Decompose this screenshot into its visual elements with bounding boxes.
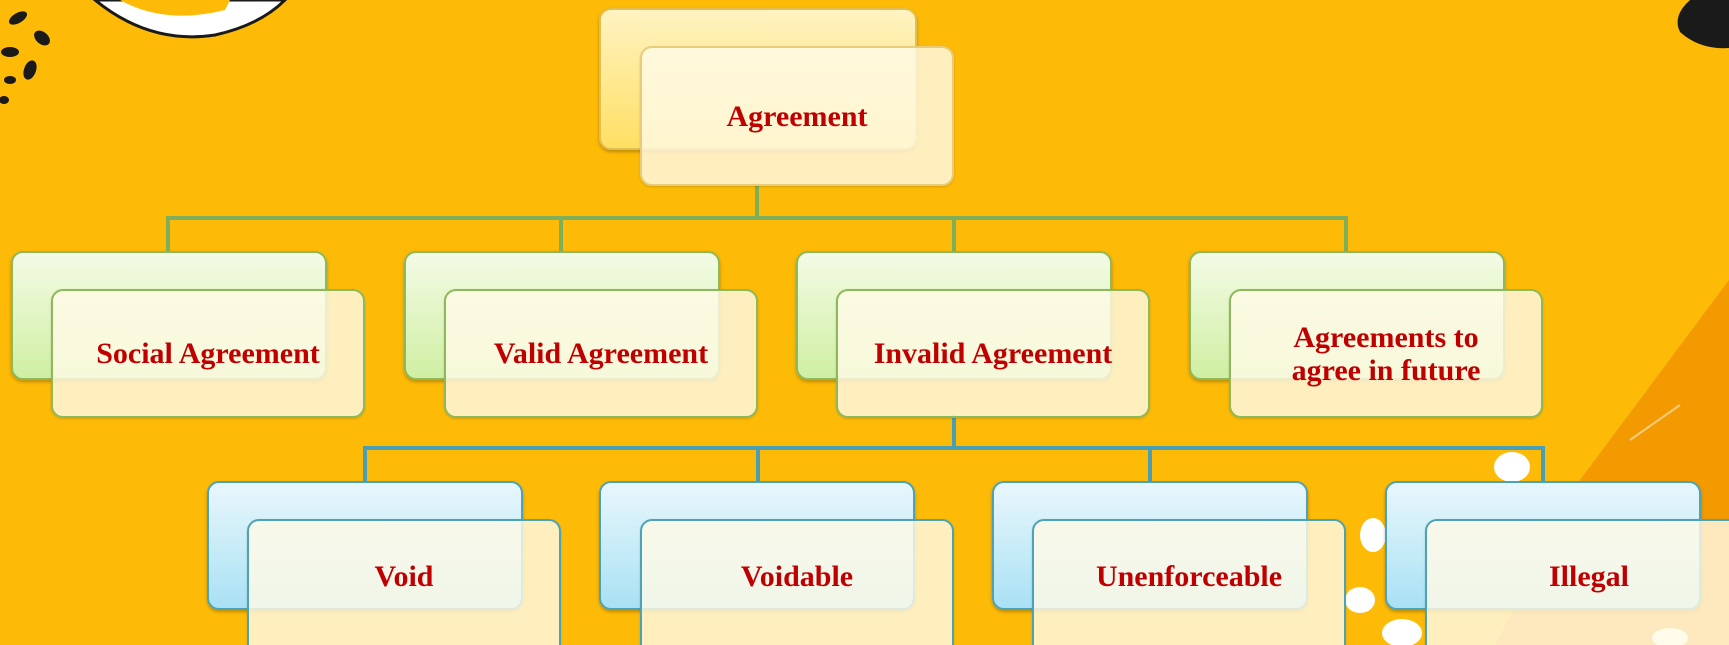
node-void-front: Void [247,519,561,645]
white-line-accent [1629,404,1681,441]
white-swirl-inner [120,0,230,16]
node-agreement-front: Agreement [640,46,954,186]
node-invalid-agreement-label: Invalid Agreement [873,337,1113,370]
node-voidable-label: Voidable [740,559,854,593]
node-agreements-to-agree-label: Agreements to agree in future [1291,320,1481,387]
dark-dots-top-left [0,11,50,104]
node-invalid-agreement-front: Invalid Agreement [836,289,1150,418]
node-agreement-label: Agreement [726,99,868,133]
node-valid-agreement-front: Valid Agreement [444,289,758,418]
connector-level1 [166,183,1348,251]
node-unenforceable-label: Unenforceable [1095,559,1283,593]
node-agreements-to-agree-front: Agreements to agree in future [1229,289,1543,418]
dark-stroke-top-right [1677,0,1729,49]
node-social-agreement-label: Social Agreement [96,337,320,370]
node-illegal-front: Illegal [1425,519,1729,645]
node-unenforceable-front: Unenforceable [1032,519,1346,645]
node-valid-agreement-label: Valid Agreement [493,337,709,370]
node-illegal-label: Illegal [1549,559,1629,593]
node-void-label: Void [374,559,434,593]
node-social-agreement-front: Social Agreement [51,289,365,418]
node-voidable-front: Voidable [640,519,954,645]
connector-level2 [363,415,1545,481]
